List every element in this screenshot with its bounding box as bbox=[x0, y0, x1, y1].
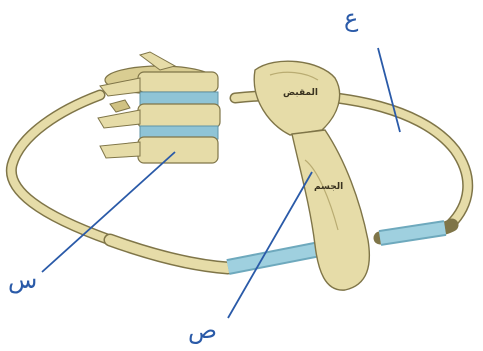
rib-back-arc-fill bbox=[11, 95, 110, 240]
vertebrae bbox=[98, 52, 220, 163]
label-seen: س bbox=[8, 268, 37, 292]
sternum-manubrium bbox=[254, 61, 339, 135]
pointer-line-ain bbox=[378, 48, 400, 132]
label-sad: ص bbox=[188, 318, 217, 342]
label-ain: ع bbox=[344, 6, 358, 30]
sternum-body-text: الجسم bbox=[314, 182, 343, 192]
manubrium-text: المقبض bbox=[283, 88, 318, 98]
sternum-body bbox=[292, 130, 369, 290]
